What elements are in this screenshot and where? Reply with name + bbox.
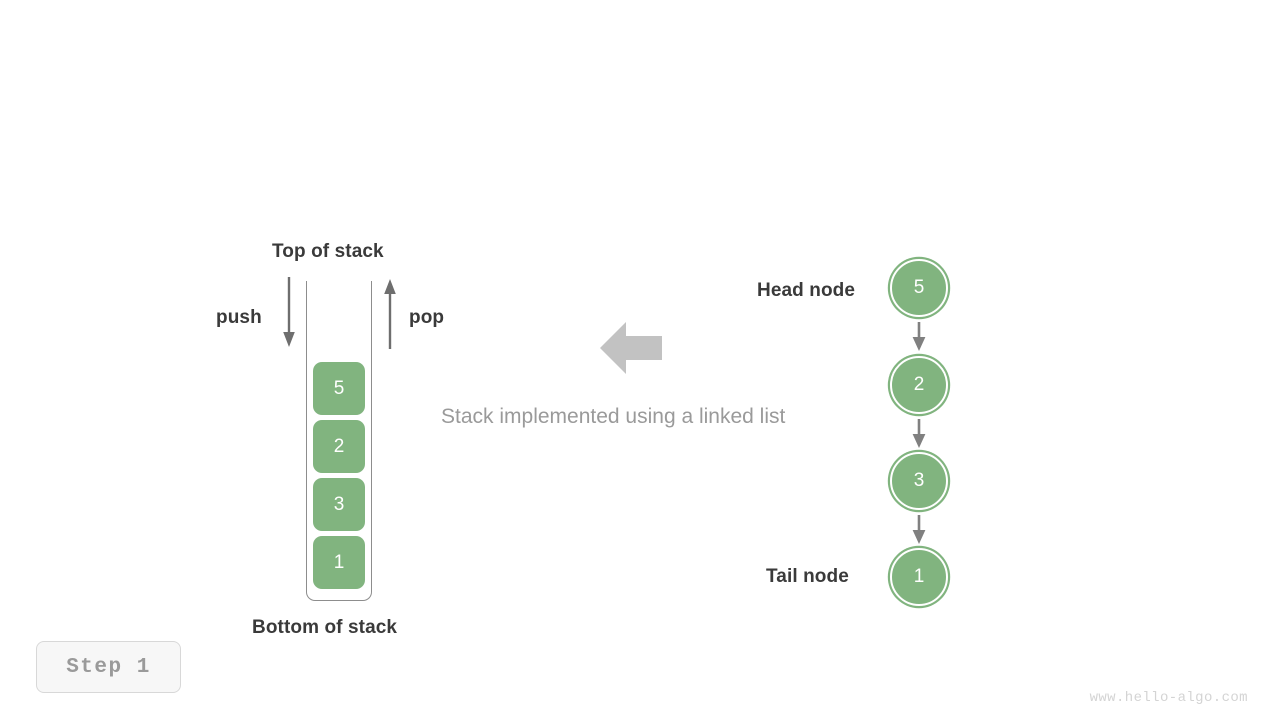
push-arrow-icon — [283, 277, 295, 347]
node-link-arrow-icon — [912, 419, 926, 448]
list-node: 1 — [890, 548, 948, 606]
tail-node-label: Tail node — [766, 566, 849, 587]
watermark-text: www.hello-algo.com — [1089, 690, 1248, 706]
node-link-arrow-icon — [912, 515, 926, 544]
push-label: push — [216, 307, 262, 328]
stack-cell-list: 5 2 3 1 — [313, 362, 365, 589]
node-link-arrow-icon — [912, 322, 926, 351]
pop-label: pop — [409, 307, 445, 328]
pop-arrow-icon — [384, 279, 396, 349]
head-node-label: Head node — [757, 280, 856, 301]
list-node: 2 — [890, 356, 948, 414]
diagram-caption: Stack implemented using a linked list — [441, 405, 786, 428]
top-of-stack-label: Top of stack — [272, 241, 384, 262]
stack-cell: 1 — [313, 536, 365, 589]
stack-cell: 2 — [313, 420, 365, 473]
bottom-of-stack-label: Bottom of stack — [252, 617, 398, 638]
left-arrow-icon — [600, 322, 662, 374]
step-indicator-badge[interactable]: Step 1 — [36, 641, 181, 693]
list-node: 3 — [890, 452, 948, 510]
stack-cell: 3 — [313, 478, 365, 531]
stack-container — [306, 281, 372, 601]
stack-cell: 5 — [313, 362, 365, 415]
list-node: 5 — [890, 259, 948, 317]
